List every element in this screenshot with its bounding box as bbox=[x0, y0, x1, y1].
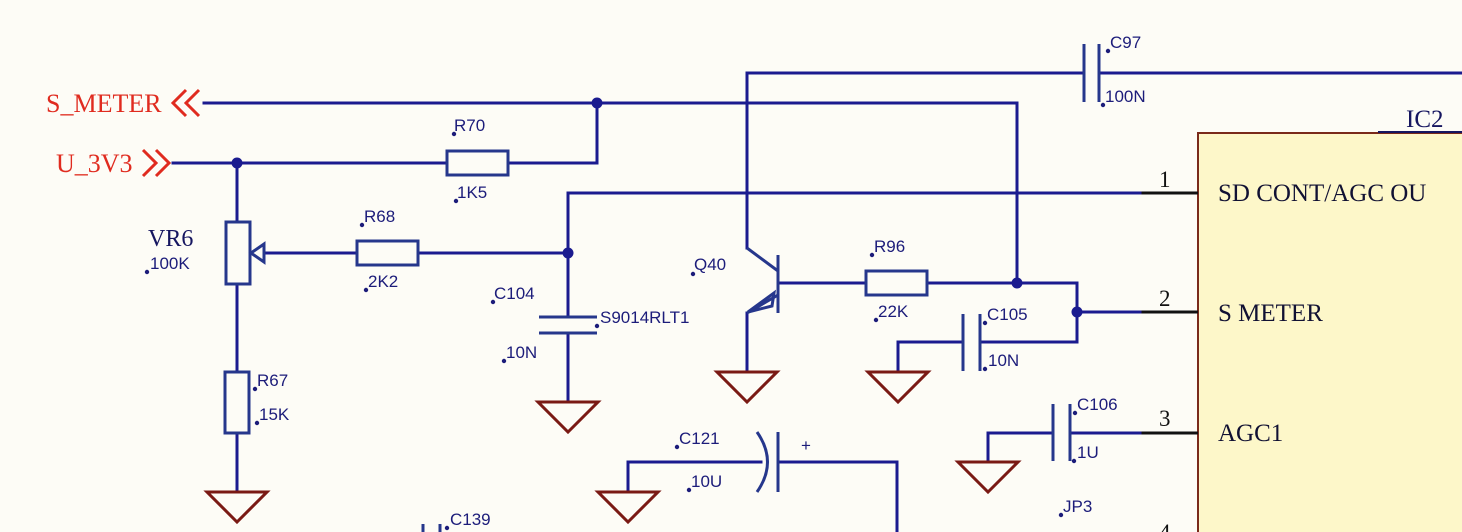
ground-c105-icon bbox=[864, 370, 932, 405]
junction-pin-2 bbox=[1071, 306, 1083, 318]
c104-value-dot bbox=[501, 358, 507, 364]
c105-ref-dot bbox=[982, 320, 988, 326]
c121-capacitor[interactable] bbox=[755, 431, 780, 493]
c106-value-dot bbox=[1071, 458, 1077, 464]
r70-resistor[interactable] bbox=[445, 149, 510, 177]
r68-value: 2K2 bbox=[368, 272, 398, 291]
ic2-pin-4-number: 4 bbox=[1159, 520, 1171, 532]
ic2-pin-1-name: SD CONT/AGC OU bbox=[1218, 180, 1426, 207]
c104-capacitor[interactable] bbox=[539, 315, 597, 335]
r67-ref-dot bbox=[252, 386, 258, 392]
ground-c104-icon bbox=[534, 400, 602, 435]
c106-value: 1U bbox=[1077, 443, 1099, 462]
ic2-pin-2-number: 2 bbox=[1159, 286, 1171, 311]
c139-ref: C139 bbox=[450, 510, 491, 529]
s-meter-arrow-2 bbox=[183, 88, 201, 118]
r67-value-dot bbox=[254, 420, 260, 426]
wires bbox=[171, 71, 1462, 532]
c121-polarity: + bbox=[801, 436, 811, 455]
ground-q40-icon bbox=[713, 370, 781, 405]
u-3v3-arrow-2 bbox=[154, 148, 172, 178]
c105-ref: C105 bbox=[987, 305, 1028, 324]
ic2-pin-3-number: 3 bbox=[1159, 406, 1171, 431]
vr6-value-dot bbox=[144, 269, 150, 275]
vr6-ref: VR6 bbox=[148, 226, 193, 252]
ground-vr6-r67-icon bbox=[203, 490, 271, 525]
junction-r68-c104 bbox=[562, 247, 574, 259]
q40-ref: Q40 bbox=[694, 255, 726, 274]
u-3v3-arrow-1 bbox=[141, 148, 159, 178]
c105-value: 10N bbox=[988, 351, 1019, 370]
c105-capacitor[interactable] bbox=[961, 314, 982, 371]
r70-ref: R70 bbox=[454, 116, 485, 135]
net-label-s-meter[interactable]: S_METER bbox=[46, 89, 162, 118]
r96-resistor[interactable] bbox=[864, 269, 929, 297]
c106-ref: C106 bbox=[1077, 395, 1118, 414]
r68-ref: R68 bbox=[364, 207, 395, 226]
r96-ref: R96 bbox=[874, 237, 905, 256]
r96-ref-dot bbox=[869, 252, 875, 258]
c104-ref: C104 bbox=[494, 284, 535, 303]
jp3-ref: JP3 bbox=[1063, 497, 1092, 516]
r70-ref-dot bbox=[451, 131, 457, 137]
r70-value: 1K5 bbox=[457, 183, 487, 202]
r67-value: 15K bbox=[259, 405, 290, 424]
r67-resistor[interactable] bbox=[223, 370, 251, 435]
c121-ref: C121 bbox=[679, 429, 720, 448]
r68-value-dot bbox=[363, 287, 369, 293]
junction-s-meter bbox=[591, 97, 603, 109]
s-meter-arrow-1 bbox=[170, 88, 188, 118]
ground-c121-icon bbox=[594, 490, 662, 525]
c121-value: 10U bbox=[691, 472, 722, 491]
c104-ref-dot bbox=[490, 299, 496, 305]
junction-u-3v3 bbox=[231, 157, 243, 169]
c104-value: 10N bbox=[506, 343, 537, 362]
c139-capacitor[interactable] bbox=[421, 524, 442, 532]
r68-ref-dot bbox=[359, 222, 365, 228]
c105-value-dot bbox=[982, 366, 988, 372]
q40-ref-dot bbox=[690, 271, 696, 277]
c139-ref-dot bbox=[444, 525, 450, 531]
vr6-potentiometer[interactable] bbox=[224, 220, 266, 286]
c106-capacitor[interactable] bbox=[1051, 404, 1072, 461]
ground-c106-icon bbox=[954, 460, 1022, 495]
ic2-body[interactable] bbox=[1197, 132, 1462, 532]
jp3-ref-dot bbox=[1058, 512, 1064, 518]
c97-value-dot bbox=[1100, 102, 1106, 108]
vr6-value: 100K bbox=[150, 254, 190, 273]
c106-ref-dot bbox=[1072, 410, 1078, 416]
r96-value: 22K bbox=[878, 302, 909, 321]
q40-transistor[interactable] bbox=[746, 246, 780, 315]
c97-ref-dot bbox=[1105, 48, 1111, 54]
net-label-u-3v3[interactable]: U_3V3 bbox=[56, 149, 133, 178]
r96-value-dot bbox=[873, 317, 879, 323]
q40-value: S9014RLT1 bbox=[600, 308, 689, 327]
ic2-pin-2-name: S METER bbox=[1218, 300, 1323, 327]
c97-ref: C97 bbox=[1110, 33, 1141, 52]
q40-value-dot bbox=[594, 323, 600, 329]
ic2-pin-1-number: 1 bbox=[1159, 167, 1171, 192]
c97-value: 100N bbox=[1105, 87, 1146, 106]
ic2-name: IC2 bbox=[1406, 106, 1444, 133]
r68-resistor[interactable] bbox=[355, 239, 420, 267]
c121-ref-dot bbox=[674, 444, 680, 450]
c97-capacitor[interactable] bbox=[1082, 44, 1101, 102]
ic2-pin-3-name: AGC1 bbox=[1218, 420, 1283, 447]
r70-value-dot bbox=[453, 198, 459, 204]
r67-ref: R67 bbox=[257, 371, 288, 390]
junction-r96-s-meter bbox=[1011, 277, 1023, 289]
ground-symbols bbox=[203, 370, 1022, 525]
c121-value-dot bbox=[686, 487, 692, 493]
